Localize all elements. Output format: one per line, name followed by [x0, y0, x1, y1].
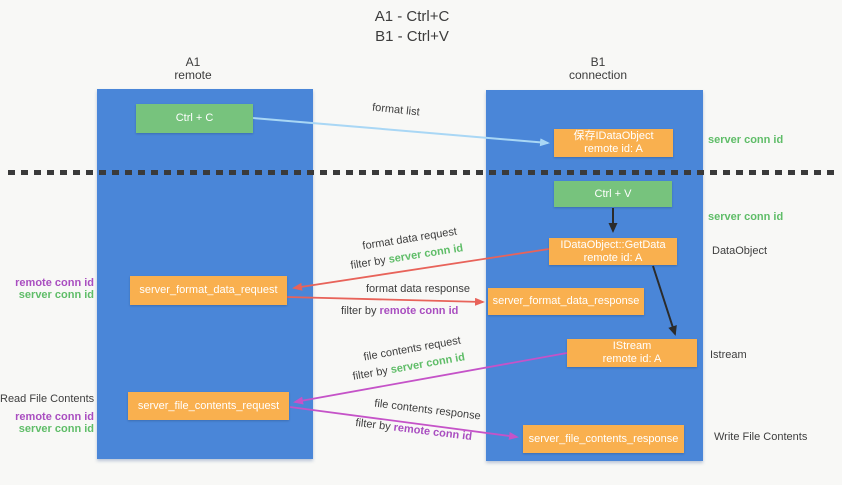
file-contents-response-filter-label: filter by remote conn id — [355, 417, 473, 443]
filter-prefix: filter by — [351, 364, 392, 383]
file-contents-response-label: file contents response — [373, 397, 482, 423]
istream-line2: remote id: A — [602, 353, 662, 365]
server-file-contents-request-box: server_file_contents_request — [128, 392, 289, 420]
left-server-conn-id-label-1: server conn id — [18, 289, 94, 301]
server-format-data-response-box: server_format_data_response — [488, 288, 644, 315]
format-data-response-label: format data response — [366, 283, 470, 295]
left-column-header: A1 remote — [133, 56, 253, 82]
save-dataobject-line1: 保存IDataObject — [573, 130, 654, 142]
right-column-name: B1 — [590, 55, 606, 69]
left-remote-conn-id-label-2: remote conn id — [15, 411, 94, 423]
format-data-response-arrow — [286, 296, 485, 306]
filter-prefix: filter by — [349, 253, 390, 272]
diagram-title: A1 - Ctrl+C B1 - Ctrl+V — [332, 7, 492, 47]
getdata-box: IDataObject::GetData remote id: A — [549, 238, 677, 265]
getdata-line1: IDataObject::GetData — [560, 238, 666, 251]
filter-prefix: filter by — [354, 416, 395, 434]
istream-side-label: Istream — [710, 349, 747, 361]
server-format-data-request-box: server_format_data_request — [130, 276, 287, 305]
server-file-contents-response-box: server_file_contents_response — [523, 425, 684, 453]
title-line-1: A1 - Ctrl+C — [374, 8, 450, 25]
save-dataobject-line2: remote id: A — [584, 143, 643, 155]
right-server-conn-id-label-1: server conn id — [708, 134, 784, 146]
save-dataobject-box: 保存IDataObject remote id: A — [554, 129, 673, 157]
remote-conn-id-key: remote conn id — [379, 305, 459, 317]
dataobject-label: DataObject — [712, 245, 768, 257]
left-remote-conn-id-label-1: remote conn id — [15, 277, 94, 289]
ctrl-v-box: Ctrl + V — [554, 181, 672, 207]
server-file-contents-request-label: server_file_contents_request — [137, 399, 280, 412]
write-file-contents-label: Write File Contents — [714, 431, 808, 443]
format-list-label: format list — [371, 101, 421, 119]
istream-box: IStream remote id: A — [567, 339, 697, 367]
right-column-subtitle: connection — [568, 68, 628, 82]
title-line-2: B1 - Ctrl+V — [375, 28, 449, 45]
server-file-contents-response-label: server_file_contents_response — [528, 432, 679, 445]
istream-line1: IStream — [612, 340, 652, 352]
filter-prefix: filter by — [341, 305, 380, 317]
left-column-name: A1 — [185, 55, 201, 69]
ctrl-c-label: Ctrl + C — [175, 112, 214, 124]
read-file-contents-label: Read File Contents — [0, 393, 95, 405]
left-column-subtitle: remote — [174, 68, 212, 82]
machine-boundary-divider — [8, 170, 836, 175]
format-data-response-filter-label: filter by remote conn id — [341, 305, 458, 317]
remote-conn-id-key: remote conn id — [392, 421, 473, 444]
ctrl-v-label: Ctrl + V — [594, 187, 632, 200]
getdata-line2: remote id: A — [583, 251, 643, 264]
server-format-data-request-label: server_format_data_request — [139, 284, 278, 296]
server-format-data-response-label: server_format_data_response — [492, 295, 640, 307]
right-column-header: B1 connection — [538, 56, 658, 82]
right-server-conn-id-label-2: server conn id — [708, 211, 784, 223]
ctrl-c-box: Ctrl + C — [136, 104, 253, 133]
left-server-conn-id-label-2: server conn id — [18, 423, 94, 435]
